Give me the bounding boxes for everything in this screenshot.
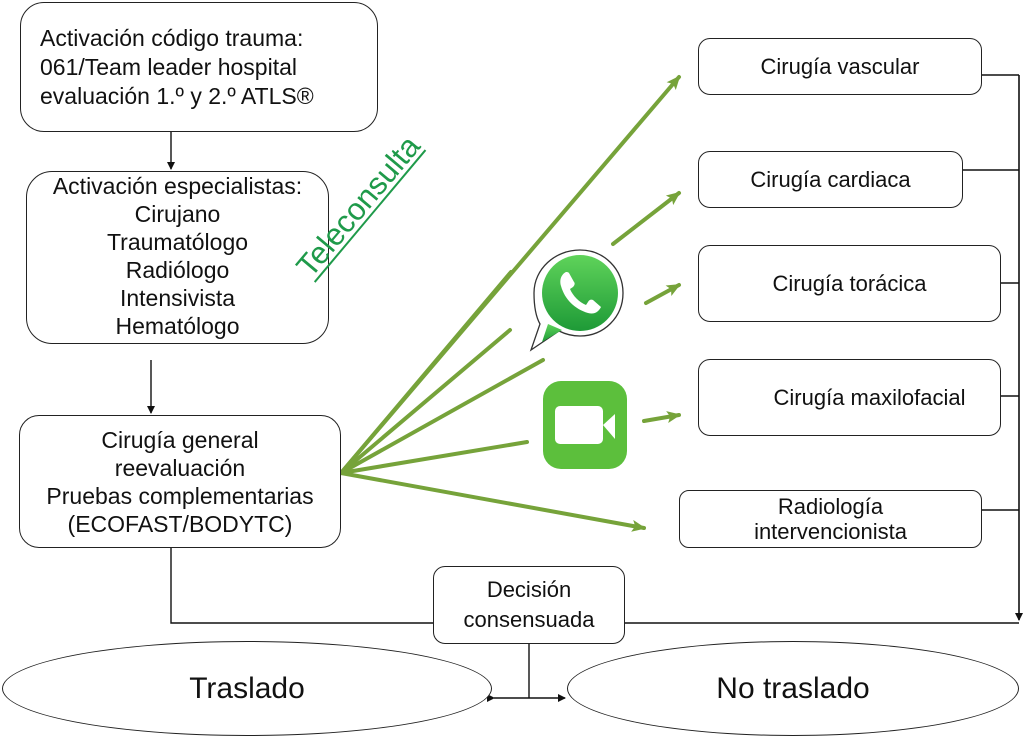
activacion-line-3: evaluación 1.º y 2.º ATLS® (40, 82, 314, 109)
cirugia-general-line: reevaluación (114, 454, 246, 481)
specialty-label: Cirugía cardiaca (750, 166, 911, 192)
outcome-traslado: Traslado (2, 641, 492, 736)
ray-to-radiologia (339, 471, 646, 532)
decision-line: consensuada (463, 607, 595, 632)
cirugia-general-line: Cirugía general (101, 426, 259, 453)
ray-to-facetime (339, 440, 529, 475)
outcome-label: No traslado (716, 671, 870, 705)
ray-upper-4 (339, 358, 545, 475)
especialista-item: Radiólogo (125, 256, 230, 283)
ray-whatsapp-to-toracica (644, 283, 681, 305)
cirugia-general-line: Pruebas complementarias (46, 482, 314, 509)
specialty-label: Cirugía vascular (760, 53, 920, 79)
cirugia-general-box: Cirugía general reevaluación Pruebas com… (19, 415, 341, 548)
decision-consensuada-box: Decisión consensuada (433, 566, 625, 644)
activacion-especialistas-box: Activación especialistas: Cirujano Traum… (26, 171, 329, 344)
whatsapp-icon (529, 249, 624, 352)
ray-upper-3 (339, 328, 512, 475)
especialista-item: Hematólogo (115, 312, 240, 339)
specialty-label-line: intervencionista (754, 519, 907, 544)
specialty-radiologia-intervencionista: Radiología intervencionista (679, 490, 982, 548)
outcome-no-traslado: No traslado (567, 641, 1019, 736)
specialty-cirugia-vascular: Cirugía vascular (698, 38, 982, 95)
line-cirugia-to-decision (170, 548, 433, 624)
ray-upper-2 (339, 270, 513, 475)
facetime-icon (543, 381, 627, 469)
specialty-label: Cirugía maxilofacial (773, 384, 966, 410)
especialista-item: Intensivista (119, 284, 236, 311)
specialty-cirugia-cardiaca: Cirugía cardiaca (698, 151, 963, 208)
decision-line: Decisión (486, 577, 572, 602)
cirugia-general-line: (ECOFAST/BODYTC) (67, 510, 293, 537)
ray-facetime-to-maxilo (642, 411, 681, 423)
specialty-cirugia-toracica: Cirugía torácica (698, 245, 1001, 322)
activacion-line-1: Activación código trauma: (40, 24, 304, 51)
especialista-item: Cirujano (134, 200, 221, 227)
especialistas-title: Activación especialistas: (52, 172, 303, 199)
activacion-codigo-trauma-box: Activación código trauma: 061/Team leade… (20, 2, 378, 132)
specialty-label: Cirugía torácica (772, 270, 927, 296)
specialty-cirugia-maxilofacial: Cirugía maxilofacial (698, 359, 1001, 436)
specialty-label-line: Radiología (777, 494, 884, 519)
especialista-item: Traumatólogo (106, 228, 249, 255)
ray-whatsapp-to-cardiaca (611, 191, 681, 246)
outcome-label: Traslado (189, 671, 305, 705)
activacion-line-2: 061/Team leader hospital (40, 53, 297, 80)
